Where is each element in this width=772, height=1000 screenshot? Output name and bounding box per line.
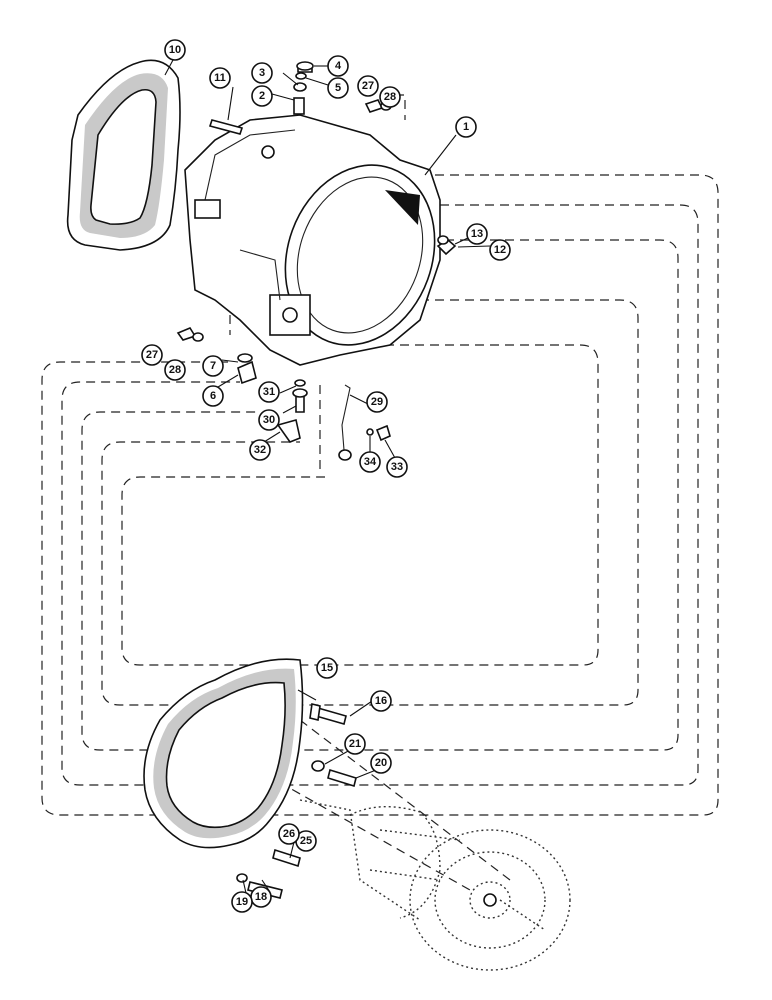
callout-2: 2 <box>251 85 273 107</box>
svg-text:12: 12 <box>494 244 506 256</box>
svg-text:1: 1 <box>463 121 469 133</box>
callout-5: 5 <box>327 77 349 99</box>
svg-text:3: 3 <box>259 67 265 79</box>
clutch-housing <box>184 114 441 366</box>
callout-16: 16 <box>370 690 392 712</box>
svg-text:4: 4 <box>335 60 342 72</box>
callout-29: 29 <box>366 391 388 413</box>
callout-18: 18 <box>250 886 272 908</box>
svg-text:18: 18 <box>255 891 267 903</box>
callout-32: 32 <box>249 439 271 461</box>
callout-12: 12 <box>489 239 511 261</box>
svg-text:27: 27 <box>362 80 374 92</box>
gasket-top <box>66 59 181 251</box>
svg-text:7: 7 <box>210 360 216 372</box>
callout-31: 31 <box>258 381 280 403</box>
callout-7: 7 <box>202 355 224 377</box>
svg-text:33: 33 <box>391 461 403 473</box>
svg-text:2: 2 <box>259 90 265 102</box>
hardware-pieces <box>176 61 457 461</box>
callout-26: 26 <box>278 823 300 845</box>
svg-text:15: 15 <box>321 662 333 674</box>
svg-text:34: 34 <box>364 456 377 468</box>
svg-text:13: 13 <box>471 228 483 240</box>
callout-30: 30 <box>258 409 280 431</box>
svg-text:31: 31 <box>263 386 275 398</box>
svg-text:6: 6 <box>210 390 216 402</box>
callout-15: 15 <box>316 657 338 679</box>
bolts-and-washers <box>236 703 357 899</box>
callout-10: 10 <box>164 39 186 61</box>
callout-13: 13 <box>466 223 488 245</box>
callout-6: 6 <box>202 385 224 407</box>
svg-text:29: 29 <box>371 396 383 408</box>
callout-28-top: 28 <box>379 86 401 108</box>
svg-text:5: 5 <box>335 82 341 94</box>
callout-27-bottom: 27 <box>141 344 163 366</box>
callout-34: 34 <box>359 451 381 473</box>
svg-text:27: 27 <box>146 349 158 361</box>
callout-11: 11 <box>209 67 231 89</box>
clutch-assembly <box>299 799 571 971</box>
callout-19: 19 <box>231 891 253 913</box>
svg-text:28: 28 <box>384 91 396 103</box>
callout-3: 3 <box>251 62 273 84</box>
callout-20: 20 <box>370 752 392 774</box>
svg-text:25: 25 <box>300 835 312 847</box>
callout-27-top: 27 <box>357 75 379 97</box>
svg-text:28: 28 <box>169 364 181 376</box>
svg-text:10: 10 <box>169 44 181 56</box>
svg-text:19: 19 <box>236 896 248 908</box>
svg-text:30: 30 <box>263 414 275 426</box>
svg-text:20: 20 <box>375 757 387 769</box>
callout-33: 33 <box>386 456 408 478</box>
callout-1: 1 <box>455 116 477 138</box>
svg-text:11: 11 <box>214 72 226 84</box>
svg-text:16: 16 <box>375 695 387 707</box>
svg-text:21: 21 <box>349 738 361 750</box>
callout-21: 21 <box>344 733 366 755</box>
callout-28-bottom: 28 <box>164 359 186 381</box>
gasket-bottom <box>143 658 304 849</box>
callout-4: 4 <box>327 55 349 77</box>
svg-text:32: 32 <box>254 444 266 456</box>
svg-text:26: 26 <box>283 828 295 840</box>
